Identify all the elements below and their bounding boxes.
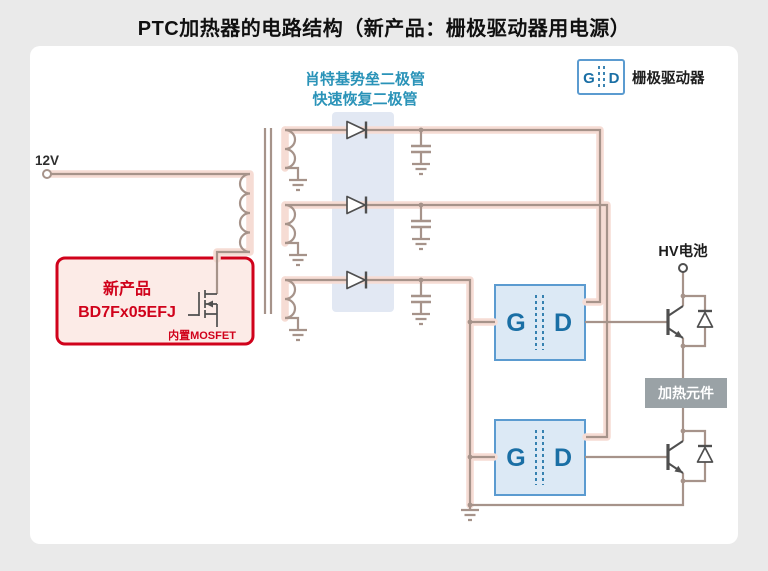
igbt-2	[666, 440, 684, 474]
legend-drive-letter: D	[609, 70, 620, 87]
ground-icon	[412, 162, 430, 176]
flyback-transformer	[238, 128, 297, 320]
diode-note-line2: 快速恢复二极管	[312, 90, 417, 108]
hv-battery-terminal	[678, 263, 688, 273]
rectifier-diode-1	[346, 120, 368, 140]
diode-highlight-band	[332, 112, 394, 312]
ground-icon	[289, 178, 307, 192]
primary-winding	[238, 172, 251, 254]
new-product-part: BD7Fx05EFJ	[78, 304, 176, 321]
wire-output-1	[285, 128, 602, 304]
wire-mosfet-drain	[215, 250, 250, 294]
new-product-badge: 新产品	[103, 279, 151, 298]
circuit-panel: G D 栅极驱动器 12V 肖特基势垒二极管 快速恢复二极管 HV电池 加热元件…	[30, 46, 738, 544]
diode-note-line1: 肖特基势垒二极管	[305, 70, 425, 88]
capacitor-1	[411, 144, 431, 154]
mosfet-icon	[188, 290, 218, 327]
ground-icon	[412, 312, 430, 326]
wire-freewheel-1	[683, 294, 707, 348]
heater-box	[645, 378, 727, 408]
wire-output-3	[285, 278, 472, 505]
isolation-divider-icon	[598, 66, 605, 88]
gd2-drive-letter: D	[554, 444, 572, 472]
gd1-gate-letter: G	[506, 309, 525, 337]
wire-gate-drive-outputs	[585, 320, 667, 459]
legend-label: 栅极驱动器	[632, 69, 705, 87]
ground-icon	[461, 508, 479, 522]
gd2-gate-letter: G	[506, 444, 525, 472]
capacitor-2	[411, 219, 431, 229]
gate-driver-box-2	[494, 419, 586, 496]
ground-icon	[412, 237, 430, 251]
legend-gate-letter: G	[583, 70, 595, 87]
freewheel-diode-1	[696, 309, 714, 328]
freewheel-diode-2	[696, 444, 714, 463]
new-product-note: 内置MOSFET	[168, 328, 236, 342]
circuit-diagram: G D 栅极驱动器 12V 肖特基势垒二极管 快速恢复二极管 HV电池 加热元件…	[35, 59, 727, 522]
gd1-drive-letter: D	[554, 309, 572, 337]
rectifier-diode-2	[346, 195, 368, 215]
input-terminal	[42, 169, 52, 179]
wire-gate-side-supply	[470, 320, 495, 459]
secondary-winding-2	[284, 203, 297, 245]
wire-freewheel-2	[683, 429, 707, 483]
filter-capacitors	[411, 144, 431, 304]
transformer-core	[263, 128, 273, 314]
input-voltage-label: 12V	[35, 153, 59, 168]
secondary-winding-3	[284, 278, 297, 320]
gate-driver-legend: G D 栅极驱动器	[577, 59, 705, 95]
igbt-1	[666, 305, 684, 339]
ground-icon	[289, 253, 307, 267]
rectifier-diode-3	[346, 270, 368, 290]
secondary-winding-1	[284, 128, 297, 170]
junction-dots	[418, 127, 686, 508]
new-product-box	[55, 256, 255, 346]
ground-symbols	[289, 162, 479, 522]
diagram-title: PTC加热器的电路结构（新产品：栅极驱动器用电源）	[137, 18, 631, 40]
heater-label: 加热元件	[657, 385, 714, 401]
capacitor-3	[411, 294, 431, 304]
ground-icon	[289, 328, 307, 342]
hv-battery-label: HV电池	[658, 242, 708, 260]
wires	[51, 128, 707, 510]
